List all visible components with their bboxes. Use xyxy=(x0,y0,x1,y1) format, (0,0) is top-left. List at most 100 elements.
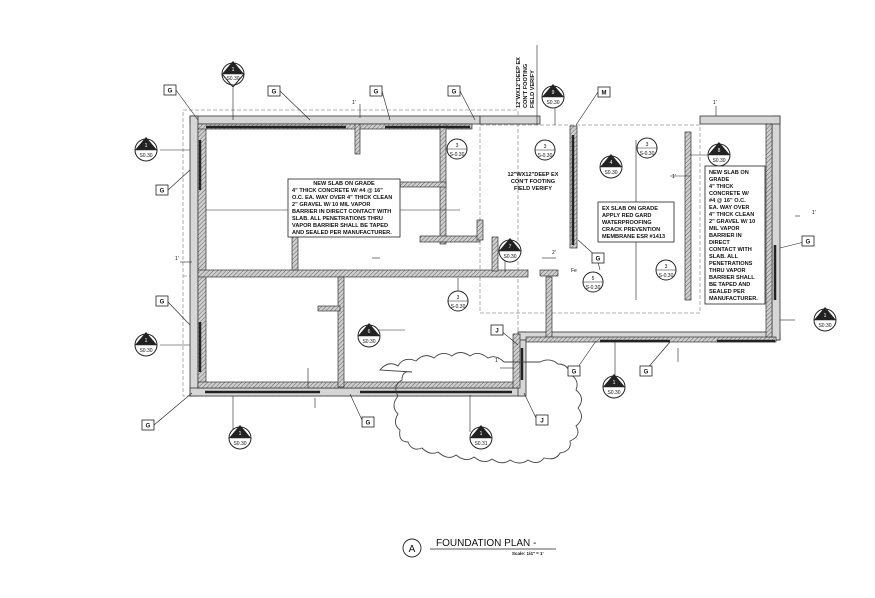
section-marker: 1S0.30 xyxy=(228,425,252,450)
svg-text:G: G xyxy=(596,257,601,263)
svg-text:1': 1' xyxy=(175,256,179,262)
svg-text:9: 9 xyxy=(552,90,555,96)
svg-text:G: G xyxy=(806,240,811,246)
tag-callouts: G G G G G G G G G G G G M J J xyxy=(141,84,815,431)
svg-text:NEW SLAB ON: NEW SLAB ON xyxy=(709,170,749,176)
section-marker: 7S0.30 xyxy=(498,238,522,263)
svg-text:S0.30: S0.30 xyxy=(712,158,725,164)
svg-text:G: G xyxy=(272,90,277,96)
section-marker: 4S0.30 xyxy=(599,154,623,179)
svg-text:CONTACT WITH: CONTACT WITH xyxy=(709,247,752,253)
svg-text:VAPOR BARRIER SHALL BE TAPED: VAPOR BARRIER SHALL BE TAPED xyxy=(292,223,388,229)
section-marker: 1S0.30 xyxy=(134,137,158,162)
tag-box: G xyxy=(369,85,383,97)
svg-text:1: 1 xyxy=(232,67,235,73)
revision-cloud xyxy=(379,352,582,464)
svg-text:BARRIER SHALL: BARRIER SHALL xyxy=(709,275,755,281)
svg-text:S0.30: S0.30 xyxy=(233,441,246,447)
tag-box: G xyxy=(163,84,177,96)
svg-text:4: 4 xyxy=(610,160,613,166)
svg-text:MIL VAPOR: MIL VAPOR xyxy=(709,226,740,232)
svg-text:WATERPROOFING: WATERPROOFING xyxy=(602,220,652,226)
svg-text:3: 3 xyxy=(646,142,649,148)
tag-box: M xyxy=(597,86,611,98)
svg-text:S-0.30: S-0.30 xyxy=(586,285,601,291)
section-marker: 6S0.30 xyxy=(357,323,381,348)
section-marker: 1S0.31 xyxy=(469,425,493,450)
svg-text:7: 7 xyxy=(509,244,512,250)
svg-text:6: 6 xyxy=(368,329,371,335)
svg-text:MANUFACTURER.: MANUFACTURER. xyxy=(709,296,758,302)
tag-box: G xyxy=(591,252,605,264)
detail-marker: 5S-0.30 xyxy=(582,271,604,293)
svg-text:S0.30: S0.30 xyxy=(818,323,831,329)
exterior-walls xyxy=(189,115,781,397)
svg-text:3: 3 xyxy=(456,143,459,149)
section-marker: 8S0.30 xyxy=(707,142,731,167)
svg-text:SLAB. ALL: SLAB. ALL xyxy=(709,254,739,260)
svg-text:NEW SLAB ON GRADE: NEW SLAB ON GRADE xyxy=(313,181,375,187)
svg-text:GRADE: GRADE xyxy=(709,177,729,183)
svg-text:FIELD VERIFY: FIELD VERIFY xyxy=(514,186,552,192)
svg-text:S0.31: S0.31 xyxy=(474,441,487,447)
svg-text:G: G xyxy=(160,189,165,195)
svg-text:1: 1 xyxy=(824,313,827,319)
section-marker: 1S0.30 xyxy=(602,374,626,399)
svg-text:S0.30: S0.30 xyxy=(139,153,152,159)
svg-text:CONCRETE W/: CONCRETE W/ xyxy=(709,191,749,197)
svg-text:G: G xyxy=(146,424,151,430)
svg-text:G: G xyxy=(572,370,577,376)
svg-text:12"WX12"DEEP EX: 12"WX12"DEEP EX xyxy=(516,57,522,108)
svg-text:BARRIER IN DIRECT CONTACT WITH: BARRIER IN DIRECT CONTACT WITH xyxy=(292,209,391,215)
tag-box: G xyxy=(361,416,375,428)
note-new-slab-right: NEW SLAB ON GRADE 4" THICK CONCRETE W/ #… xyxy=(704,165,766,305)
svg-text:4" THICK CLEAN: 4" THICK CLEAN xyxy=(709,212,754,218)
svg-text:BARRIER IN: BARRIER IN xyxy=(709,233,742,239)
tag-box: G xyxy=(141,419,155,431)
svg-text:3: 3 xyxy=(665,264,668,270)
detail-marker: 3S-0.30 xyxy=(655,259,677,281)
svg-text:S0.30: S0.30 xyxy=(362,339,375,345)
svg-text:M: M xyxy=(602,91,607,97)
svg-text:1': 1' xyxy=(812,210,816,216)
svg-text:EA. WAY OVER: EA. WAY OVER xyxy=(709,205,749,211)
tag-box: G xyxy=(447,85,461,97)
svg-text:S0.30: S0.30 xyxy=(546,100,559,106)
detail-marker: 3S-0.30 xyxy=(636,137,658,159)
tag-box: G xyxy=(567,365,581,377)
beam-lines xyxy=(198,125,777,394)
svg-text:BE TAPED AND: BE TAPED AND xyxy=(709,282,750,288)
tag-box: J xyxy=(490,324,504,336)
svg-text:APPLY RED GARD: APPLY RED GARD xyxy=(602,213,651,219)
svg-text:1': 1' xyxy=(713,100,717,106)
svg-text:1': 1' xyxy=(672,174,676,180)
svg-text:PENETRATIONS: PENETRATIONS xyxy=(709,261,753,267)
svg-text:1': 1' xyxy=(352,100,356,106)
svg-text:G: G xyxy=(374,90,379,96)
svg-text:8: 8 xyxy=(718,148,721,154)
svg-text:1: 1 xyxy=(613,380,616,386)
svg-text:CON'T FOOTING: CON'T FOOTING xyxy=(511,179,555,185)
section-marker: 1S0.30 xyxy=(813,307,837,332)
svg-text:3: 3 xyxy=(457,295,460,301)
tag-box: G xyxy=(801,235,815,247)
title-marker: A xyxy=(409,544,416,555)
title-block: A FOUNDATION PLAN - Scale: 1/4" = 1' xyxy=(402,538,556,558)
section-markers: 1S0.30 1S0.30 1S0.30 1S0.30 1S0.30 1S0.3… xyxy=(134,61,837,450)
svg-text:#4 @ 16" O.C.: #4 @ 16" O.C. xyxy=(709,198,746,204)
svg-text:MEMBRANE ESR #1413: MEMBRANE ESR #1413 xyxy=(602,234,665,240)
drawing-scale: Scale: 1/4" = 1' xyxy=(512,551,544,556)
svg-text:G: G xyxy=(168,89,173,95)
svg-text:1: 1 xyxy=(145,143,148,149)
detail-marker: 3S-0.30 xyxy=(446,138,468,160)
note-footing-mid: 12"WX12"DEEP EX CON'T FOOTING FIELD VERI… xyxy=(508,172,559,192)
svg-text:S-0.30: S-0.30 xyxy=(659,273,674,279)
svg-text:S0.30: S0.30 xyxy=(604,170,617,176)
svg-text:4" THICK CONCRETE W/ #4 @ 16": 4" THICK CONCRETE W/ #4 @ 16" xyxy=(292,188,383,194)
svg-text:THRU VAPOR: THRU VAPOR xyxy=(709,268,746,274)
section-marker: 1S0.30 xyxy=(221,61,245,88)
svg-text:G: G xyxy=(452,90,457,96)
svg-text:S-0.30: S-0.30 xyxy=(450,152,465,158)
note-new-slab-left: NEW SLAB ON GRADE 4" THICK CONCRETE W/ #… xyxy=(287,178,401,238)
